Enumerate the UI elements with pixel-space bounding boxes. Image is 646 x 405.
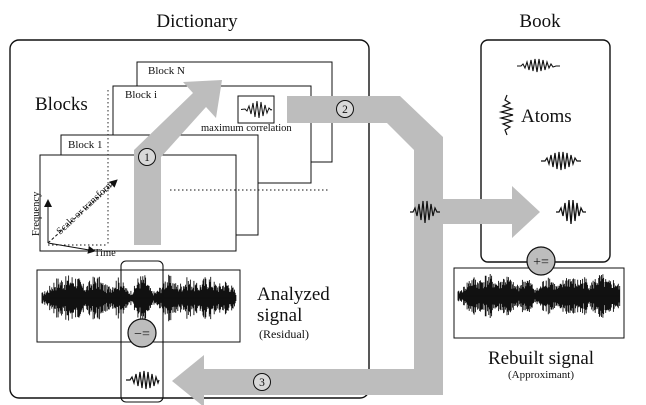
signal-label: signal <box>257 305 302 326</box>
step-1-circle <box>138 148 156 166</box>
plus-equals-label: += <box>533 255 549 270</box>
residual-label: (Residual) <box>259 327 309 341</box>
arrow-to-book <box>443 186 540 238</box>
atom-3 <box>541 151 581 171</box>
dictionary-frame <box>9 39 370 399</box>
plus-equals-circle <box>526 246 556 276</box>
arrow-step-1 <box>134 80 222 245</box>
step-1-label: 1 <box>144 152 150 164</box>
approximant-label: (Approximant) <box>508 369 574 381</box>
arrow-step-2 <box>287 96 443 382</box>
frequency-label: Frequency <box>31 191 42 236</box>
atom-1 <box>517 58 560 73</box>
atom-4 <box>556 199 586 225</box>
residual-atom <box>126 370 160 390</box>
step-2-label: 2 <box>342 104 348 116</box>
selected-atom <box>410 200 440 224</box>
step-3-label: 3 <box>259 377 265 389</box>
book-frame <box>480 39 611 263</box>
minus-equals-circle <box>127 318 157 348</box>
step-2-circle <box>336 100 354 118</box>
block-1-label: Block 1 <box>68 139 103 151</box>
dictionary-title: Dictionary <box>156 11 238 32</box>
book-title: Book <box>519 11 561 32</box>
rebuilt-label: Rebuilt signal <box>488 348 594 369</box>
max-correlation-atom <box>240 100 273 119</box>
analyzed-waveform <box>41 274 237 322</box>
time-axis <box>47 242 96 254</box>
analyzed-label: Analyzed <box>257 284 330 305</box>
block-i-label: Block i <box>125 89 157 101</box>
scale-axis <box>47 179 118 244</box>
atom-2 <box>498 94 515 136</box>
time-label: Time <box>94 248 116 259</box>
atoms-label: Atoms <box>521 106 572 127</box>
subtraction-strip <box>120 260 164 403</box>
arrow-step-3 <box>172 355 443 405</box>
rebuilt-waveform <box>457 274 621 318</box>
block-n-label: Block N <box>148 65 185 77</box>
max-correlation-label: maximum correlation <box>201 123 292 134</box>
blocks-label: Blocks <box>35 94 88 115</box>
step-3-circle <box>253 373 271 391</box>
minus-equals-label: −= <box>134 327 150 342</box>
